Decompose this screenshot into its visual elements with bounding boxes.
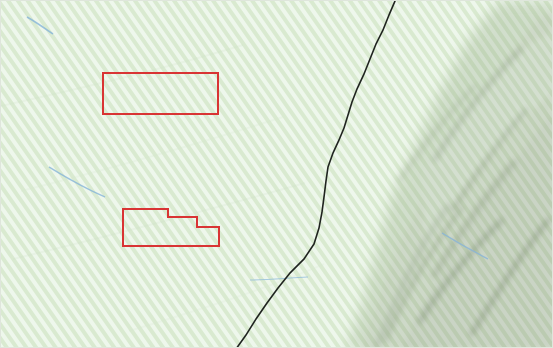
- boundary-line: [236, 1, 396, 347]
- water-line-east: [441, 232, 489, 260]
- water-line-south: [249, 276, 309, 281]
- parcel-north-outline[interactable]: [102, 72, 219, 115]
- subtle-texture-lines: [1, 44, 325, 332]
- parcel-south-outline[interactable]: [122, 208, 220, 247]
- water-line-west: [48, 166, 106, 198]
- water-line-northwest: [26, 16, 54, 35]
- terrain-streaks: [373, 46, 551, 347]
- hillshade-layer: [346, 1, 552, 347]
